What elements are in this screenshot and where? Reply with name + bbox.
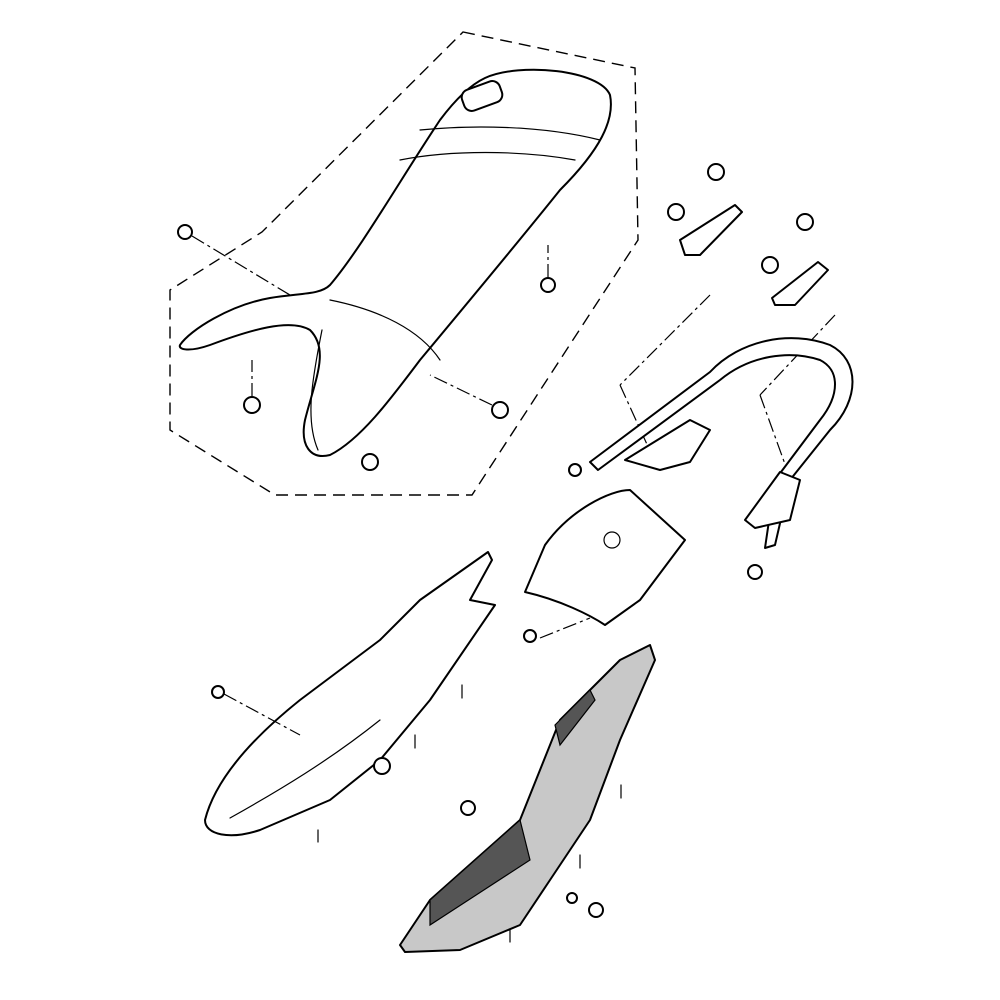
seat: [178, 68, 612, 457]
left-side-cover: [204, 551, 496, 843]
grab-rail: [568, 337, 854, 580]
rail-brackets: [619, 163, 836, 479]
right-side-cover: [399, 644, 656, 953]
seat-assembly-boundary: [169, 31, 639, 496]
seat-bolts: [177, 224, 556, 471]
tail-center-cover: [523, 489, 686, 643]
